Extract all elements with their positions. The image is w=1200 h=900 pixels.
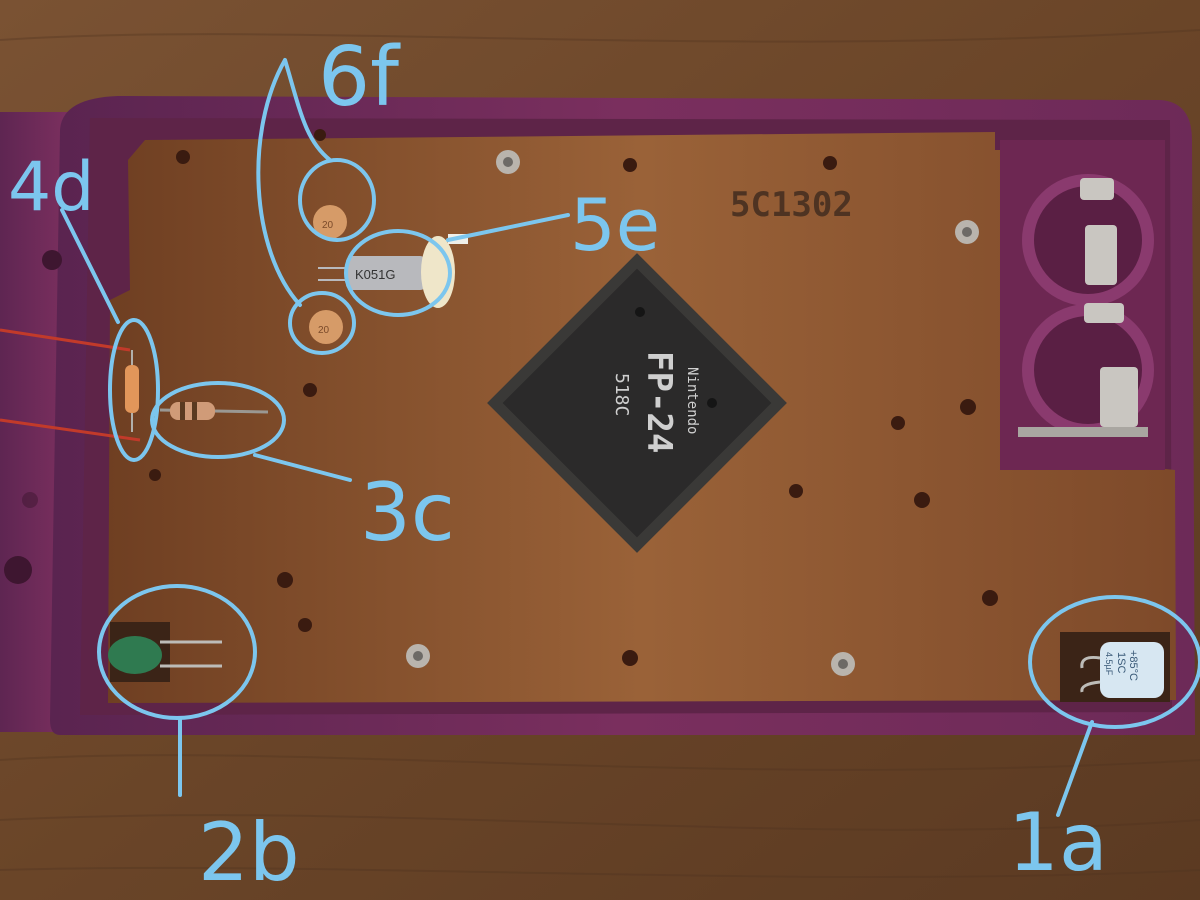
chip-code: 518C — [611, 373, 632, 416]
annotation-circle-6f-bottom — [288, 291, 356, 355]
screws — [406, 150, 979, 676]
annotation-label-5e: 5e — [570, 183, 660, 267]
annotation-label-6f: 6f — [318, 30, 401, 125]
electrolytic-code: 1SC — [1115, 652, 1127, 673]
board-stamp: 5C1302 — [730, 185, 853, 225]
ceramic-mark-bottom: 20 — [318, 325, 330, 336]
pcb-holes — [149, 129, 998, 666]
chip-brand: Nintendo — [684, 367, 700, 434]
annotation-labels: 1a 2b 3c 4d 5e 6f — [8, 30, 1108, 899]
component-code: K051G — [355, 267, 395, 282]
electrolytic-temp: +85°C — [1127, 650, 1139, 681]
annotation-circle-5e — [344, 229, 452, 317]
annotation-circle-2b — [97, 584, 257, 720]
annotation-circle-1a — [1028, 595, 1200, 729]
main-chip: Nintendo FP-24 518C — [487, 253, 787, 553]
annotation-line-6f — [256, 58, 332, 307]
electrolytic-capacitor: +85°C 1SC 4.5µF — [1060, 632, 1170, 702]
annotation-line-4d — [60, 208, 120, 324]
annotation-line-3c — [253, 453, 352, 482]
annotation-label-2b: 2b — [198, 806, 300, 899]
annotation-circle-4d — [108, 318, 160, 462]
resistor — [159, 402, 269, 420]
green-capacitor — [108, 622, 222, 682]
annotation-marks — [60, 58, 1200, 817]
ceramic-mark-top: 20 — [322, 220, 334, 231]
ceramic-capacitors: 20 20 — [309, 205, 347, 344]
annotation-line-1a — [1056, 720, 1094, 817]
chip-model: FP-24 — [639, 351, 679, 453]
annotation-circle-6f-top — [298, 158, 376, 242]
annotation-line-5e — [446, 213, 570, 242]
annotation-label-4d: 4d — [8, 148, 94, 227]
annotation-label-1a: 1a — [1008, 796, 1108, 889]
battery-holder — [1000, 140, 1165, 470]
annotation-label-3c: 3c — [360, 466, 455, 559]
electrolytic-value: 4.5µF — [1104, 652, 1114, 676]
wood-grain — [0, 29, 1200, 879]
annotation-circle-3c — [150, 381, 286, 459]
